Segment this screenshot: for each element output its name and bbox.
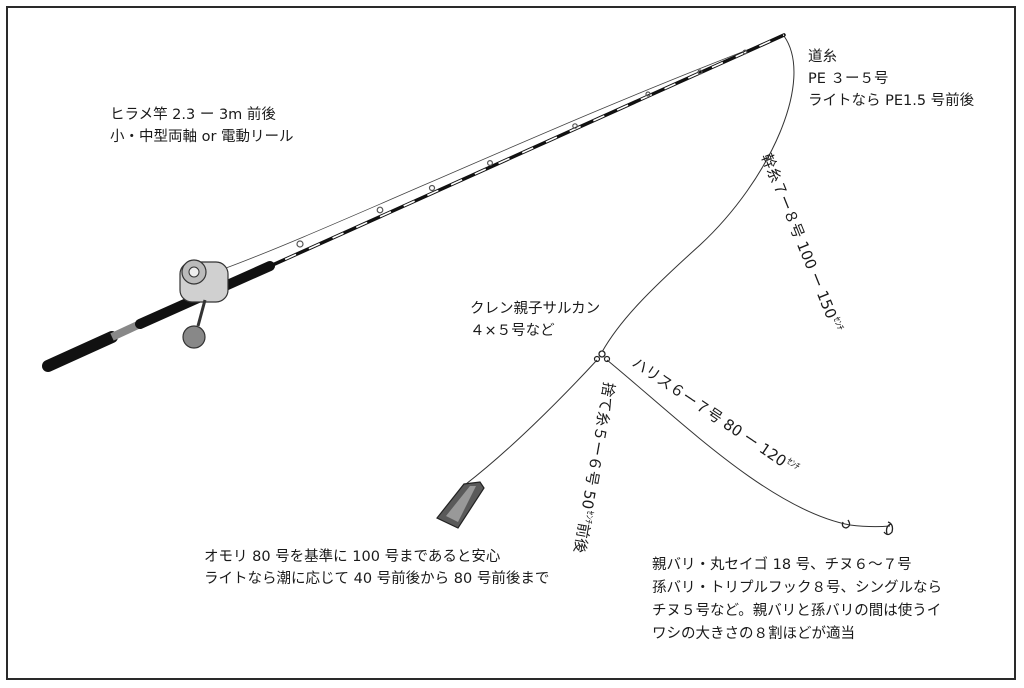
sinker-line xyxy=(465,359,598,485)
main-line xyxy=(601,35,795,353)
rod-label-line2: 小・中型両軸 or 電動リール xyxy=(110,129,294,145)
hooks-label-line4: ワシの大きさの８割ほどが適当 xyxy=(652,626,855,642)
sinker xyxy=(436,481,485,529)
mainline-label-line3: ライトなら PE1.5 号前後 xyxy=(808,93,975,109)
rod-line xyxy=(214,35,785,273)
hooks xyxy=(841,519,894,536)
swivel-label: クレン親子サルカン ４×５号など xyxy=(470,298,600,342)
mainline-label-line2: PE ３ー５号 xyxy=(808,71,889,87)
fishing-rod xyxy=(42,33,786,372)
hooks-label-line2: 孫バリ・トリプルフック８号、シングルなら xyxy=(652,580,942,596)
sinker-label-line2: ライトなら潮に応じて 40 号前後から 80 号前後まで xyxy=(204,571,550,587)
hooks-label: 親バリ・丸セイゴ 18 号、チヌ６〜７号 孫バリ・トリプルフック８号、シングルな… xyxy=(652,554,942,646)
mainline-label-line1: 道糸 xyxy=(808,49,837,65)
rod-label-line1: ヒラメ竿 2.3 ー 3m 前後 xyxy=(110,107,276,123)
swivel-label-line2: ４×５号など xyxy=(470,323,555,339)
harris-line xyxy=(606,359,891,528)
swivel xyxy=(593,350,611,363)
mainline-label: 道糸 PE ３ー５号 ライトなら PE1.5 号前後 xyxy=(808,46,974,112)
sinker-label: オモリ 80 号を基準に 100 号まであると安心 ライトなら潮に応じて 40 … xyxy=(204,546,549,590)
bait-reel xyxy=(179,259,229,349)
sinker-label-line1: オモリ 80 号を基準に 100 号まであると安心 xyxy=(204,549,501,565)
hooks-label-line3: チヌ５号など。親バリと孫バリの間は使うイ xyxy=(652,603,942,619)
rod-label: ヒラメ竿 2.3 ー 3m 前後 小・中型両軸 or 電動リール xyxy=(110,104,294,148)
swivel-label-line1: クレン親子サルカン xyxy=(470,301,601,317)
hooks-label-line1: 親バリ・丸セイゴ 18 号、チヌ６〜７号 xyxy=(652,557,912,573)
border-frame xyxy=(6,6,1016,680)
sinker-line-tail: 前後 xyxy=(570,521,594,555)
